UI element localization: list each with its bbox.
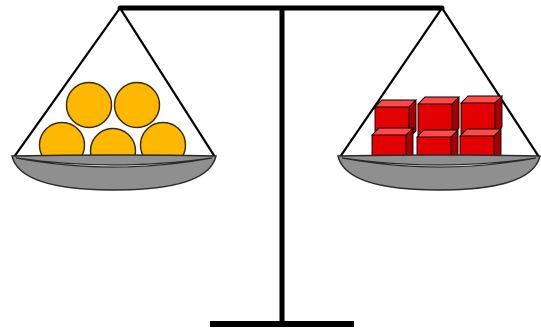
left-pan-assembly — [12, 8, 216, 190]
right-pan-assembly — [338, 8, 540, 190]
right-pan — [338, 155, 540, 190]
ball-2 — [115, 83, 160, 128]
cube-3 — [461, 96, 502, 134]
scale-stand — [210, 10, 354, 325]
left-pan — [12, 155, 216, 190]
ball-1 — [67, 83, 112, 128]
cube-2 — [418, 97, 459, 135]
